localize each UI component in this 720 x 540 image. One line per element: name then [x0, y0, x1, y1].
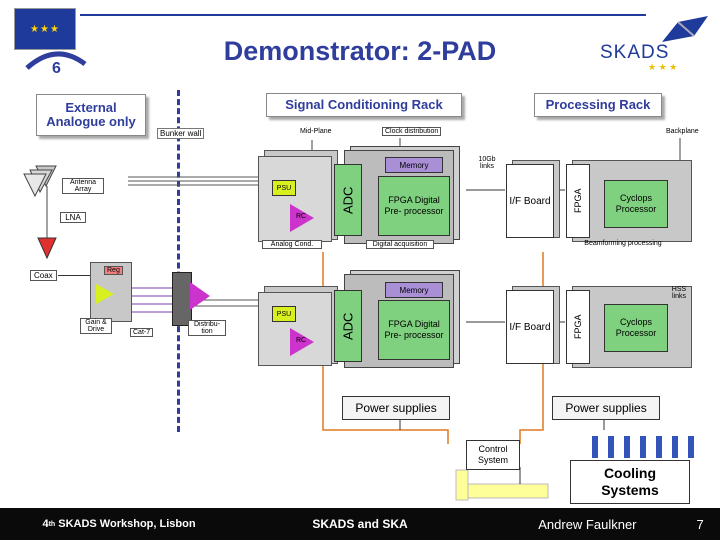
cooling-systems-box: Cooling Systems [570, 460, 690, 504]
distribution-label: Distribu- tion [188, 320, 226, 336]
control-system-label: Control System [477, 444, 508, 465]
lower-fpga-block: FPGA [566, 290, 590, 364]
power-supplies-right: Power supplies [552, 396, 660, 420]
cooling-systems-label: Cooling Systems [601, 465, 659, 498]
bunker-wall-label: Bunker wall [157, 128, 205, 139]
lna-label: LNA [60, 212, 86, 223]
bunker-wall-line [177, 90, 180, 432]
processing-rack-label: Processing Rack [534, 93, 662, 117]
cooling-bar-icon [688, 436, 694, 458]
cooling-bar-icon [624, 436, 630, 458]
upper-cyclops-processor: Cyclops Processor [604, 180, 668, 228]
lower-if-board-label: I/F Board [509, 321, 551, 333]
beamforming-processing-label: Beamforming processing [584, 240, 662, 247]
footer-left-prefix: 4 [42, 518, 49, 530]
power-supplies-left-label: Power supplies [355, 401, 437, 415]
reg-label: Reg [104, 266, 123, 275]
star-ring-icon: ★★★ [30, 23, 60, 35]
cat7-label: Cat-7 [130, 328, 154, 337]
upper-fpga-block: FPGA [566, 164, 590, 238]
upper-adc-label: ADC [340, 186, 356, 214]
signal-conditioning-rack-label: Signal Conditioning Rack [266, 93, 462, 117]
skads-logo-text: SKADS [600, 42, 670, 63]
cooling-bars [592, 436, 698, 460]
logo-stars-icon: ★ ★ ★ [648, 62, 678, 72]
footer-center: SKADS and SKA [238, 508, 482, 540]
cooling-bar-icon [656, 436, 662, 458]
lower-adc-block: ADC [334, 290, 362, 362]
antenna-array-label: Antenna Array [62, 178, 104, 194]
mid-plane-label: Mid-Plane [300, 128, 332, 135]
power-supplies-left: Power supplies [342, 396, 450, 420]
cooling-bar-icon [640, 436, 646, 458]
page-title: Demonstrator: 2-PAD [223, 36, 497, 66]
distribution-triangle-icon [190, 282, 210, 310]
lower-rc-label: RC [296, 337, 307, 344]
gain-drive-label: Gain & Drive [80, 318, 112, 334]
cooling-bar-icon [672, 436, 678, 458]
lower-fpga-label: FPGA [573, 314, 583, 340]
satellite-icon [658, 12, 712, 50]
hss-links-label: HSS links [671, 286, 687, 300]
clock-distribution-label: Clock distribution [382, 127, 442, 136]
lower-rc-triangle-icon [290, 328, 314, 356]
lower-fpga-preprocessor-label: FPGA Digital Pre- processor [384, 319, 444, 340]
footer-right-text: Andrew Faulkner [538, 516, 637, 532]
footer-left-text: SKADS Workshop, Lisbon [55, 518, 196, 530]
lower-cyclops-label: Cyclops Processor [615, 317, 657, 338]
lower-fpga-preprocessor: FPGA Digital Pre- processor [378, 300, 450, 360]
upper-fpga-preprocessor-label: FPGA Digital Pre- processor [384, 195, 444, 216]
upper-fpga-label: FPGA [573, 188, 583, 214]
power-supplies-right-label: Power supplies [565, 401, 647, 415]
digital-acquisition-label: Digital acquisition [366, 240, 434, 249]
upper-if-board-label: I/F Board [509, 195, 551, 207]
lower-if-board: I/F Board [506, 290, 554, 364]
10gb-links-label: 10Gb links [478, 156, 496, 170]
coax-line [58, 275, 106, 276]
eu-flag-logo: ★★★ [14, 8, 76, 50]
lower-adc-label: ADC [340, 312, 356, 340]
upper-psu-label: PSU [272, 180, 296, 196]
lower-cyclops-processor: Cyclops Processor [604, 304, 668, 352]
external-analogue-label: External Analogue only [36, 94, 146, 136]
svg-text:6: 6 [52, 60, 61, 76]
gain-triangle-icon [96, 284, 114, 304]
control-system-box: Control System [466, 440, 520, 470]
upper-rc-label: RC [296, 213, 307, 220]
lower-psu-label: PSU [272, 306, 296, 322]
analog-cond-label: Analog Cond. [262, 240, 322, 249]
upper-memory-label: Memory [385, 157, 443, 173]
distribution-panel [172, 272, 192, 326]
footer-left-sup: th [48, 520, 56, 528]
top-rule [80, 14, 646, 16]
coax-label: Coax [30, 270, 57, 281]
footer-right: Andrew Faulkner 7 [482, 508, 720, 540]
fp6-logo: 6 [22, 48, 90, 76]
page-number: 7 [696, 516, 704, 532]
cooling-bar-icon [592, 436, 598, 458]
backplane-label: Backplane [666, 128, 699, 135]
footer-center-text: SKADS and SKA [312, 517, 408, 531]
upper-rc-triangle-icon [290, 204, 314, 232]
upper-if-board: I/F Board [506, 164, 554, 238]
lower-memory-label: Memory [385, 282, 443, 298]
skads-logo: SKADS ★ ★ ★ [598, 6, 716, 78]
cooling-bar-icon [608, 436, 614, 458]
upper-adc-block: ADC [334, 164, 362, 236]
upper-fpga-preprocessor: FPGA Digital Pre- processor [378, 176, 450, 236]
upper-cyclops-label: Cyclops Processor [615, 193, 657, 214]
